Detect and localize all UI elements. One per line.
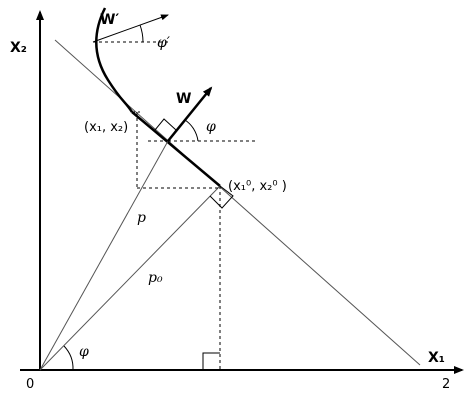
point-x-label: (x₁, x₂)	[84, 120, 128, 135]
p0-label: p₀	[148, 270, 163, 286]
phi-prime-label: φ′	[157, 35, 171, 51]
phi-prime-arc	[139, 24, 144, 43]
phi-arc-top	[184, 119, 199, 142]
tangent-segment	[131, 111, 221, 187]
ray-p	[39, 140, 169, 371]
x-tick-end-label: 2	[442, 377, 450, 392]
boundary-curve	[95, 7, 134, 113]
w-prime-label: W′	[100, 12, 119, 28]
p-label: p	[137, 210, 146, 226]
right-angle-marker-x0	[209, 185, 234, 209]
w-label: W	[176, 91, 191, 107]
right-angle-marker-top	[154, 118, 177, 142]
x1-axis-label: X₁	[428, 350, 445, 366]
phi-label-origin: φ	[79, 344, 89, 360]
right-angle-marker-axis	[202, 352, 220, 370]
tangent-line	[54, 39, 421, 366]
phi-label-top: φ	[206, 119, 216, 135]
point-x0-label: (x₁⁰, x₂⁰ )	[228, 179, 287, 194]
origin-label: 0	[26, 377, 34, 392]
ray-p0	[39, 185, 221, 371]
w-prime-vector	[92, 14, 169, 43]
x2-axis-label: X₂	[10, 40, 27, 56]
w-vector	[167, 86, 213, 142]
phi-arc-origin	[63, 345, 74, 371]
